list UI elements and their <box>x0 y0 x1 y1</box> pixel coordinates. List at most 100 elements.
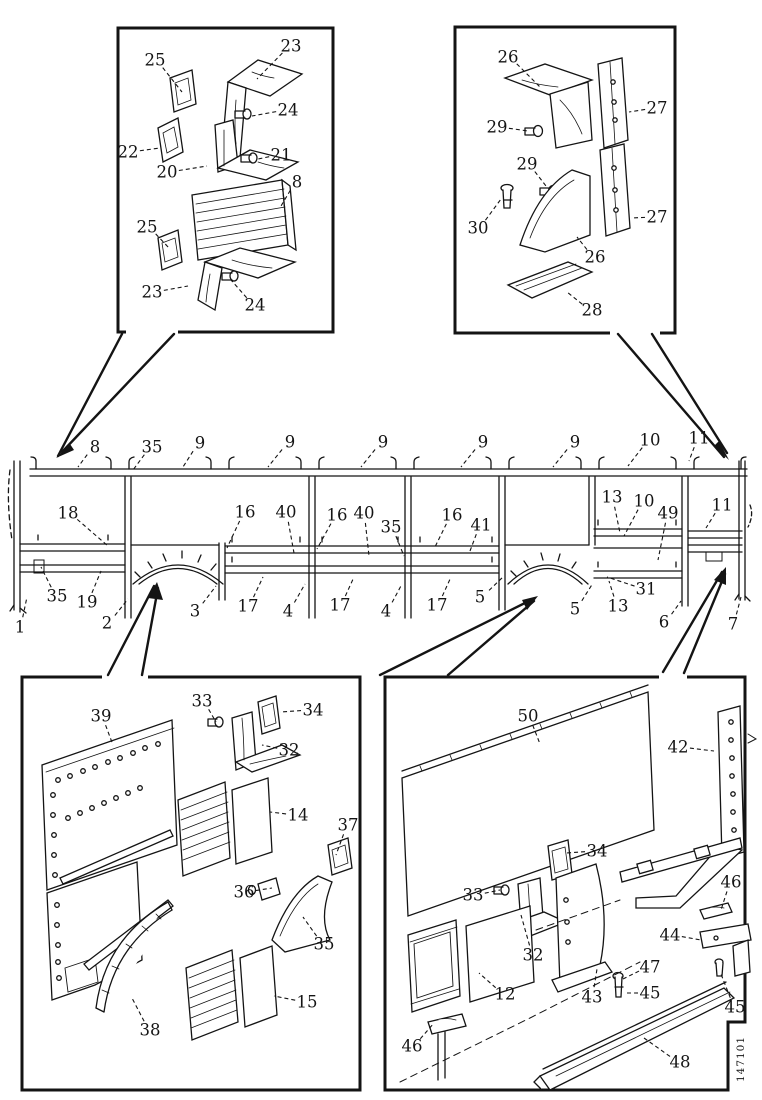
callout-main_assembly-4: 4 <box>381 602 392 621</box>
callout-top_left_box-25: 25 <box>137 218 158 237</box>
leader-line-48 <box>643 1037 671 1057</box>
callout-bottom_left_box-14: 14 <box>288 806 309 825</box>
leader-line-41 <box>469 534 477 552</box>
part-clip-46-right <box>699 902 733 920</box>
part-bracket-32-bl <box>231 711 302 773</box>
callout-top_left_box-23: 23 <box>142 283 163 302</box>
leader-line-26 <box>576 236 588 250</box>
callout-main_assembly-1: 1 <box>15 618 26 637</box>
top-right-box-parts <box>500 57 631 299</box>
mid-rails-end <box>687 530 743 562</box>
callout-main_assembly-16: 16 <box>235 503 256 522</box>
part-plate-27-upper <box>597 57 629 149</box>
part-plate-25-upper <box>169 69 197 113</box>
part-bracket-26-lower <box>519 169 591 253</box>
leader-line-9 <box>460 449 476 468</box>
callout-main_assembly-35: 35 <box>381 518 402 537</box>
callout-bottom_left_box-32: 32 <box>279 741 300 760</box>
leader-line-2 <box>114 598 129 616</box>
part-ribbed-block-14 <box>177 777 273 877</box>
leader-line-49 <box>657 522 667 561</box>
figure-number-text: 147101 <box>735 1035 747 1083</box>
callout-top_right_box-30: 30 <box>468 219 489 238</box>
leader-line-24 <box>251 111 277 117</box>
leader-line-36 <box>255 887 273 892</box>
leader-line-39 <box>105 725 114 746</box>
part-thin-strip-upper <box>59 829 174 885</box>
leader-line-5 <box>581 582 594 602</box>
callout-main_assembly-40: 40 <box>354 504 375 523</box>
callout-main_assembly-9: 9 <box>378 433 389 452</box>
part-bolt-24-lower <box>221 270 239 282</box>
top-right-detail-box <box>453 25 677 335</box>
leader-line-29 <box>508 127 529 132</box>
callout-main_assembly-13: 13 <box>602 488 623 507</box>
callout-main_assembly-6: 6 <box>659 613 670 632</box>
part-ribbed-block-15 <box>185 945 278 1041</box>
leader-line-21 <box>257 156 270 160</box>
leader-line-34 <box>565 851 586 854</box>
callout-main_assembly-40: 40 <box>276 503 297 522</box>
callout-bottom_right_box-34: 34 <box>587 842 608 861</box>
callout-bottom_left_box-37: 37 <box>338 816 359 835</box>
callout-bottom_right_box-32: 32 <box>523 946 544 965</box>
leader-line-26 <box>516 63 541 88</box>
part-bolt-29-upper <box>524 124 544 138</box>
callout-main_assembly-7: 7 <box>728 615 739 634</box>
callout-top_right_box-29: 29 <box>487 118 508 137</box>
detail-box-borders <box>20 25 747 1092</box>
callout-main_assembly-5: 5 <box>475 588 486 607</box>
callout-main_assembly-11: 11 <box>712 496 733 515</box>
callout-top_right_box-27: 27 <box>647 99 668 118</box>
part-panel-50 <box>401 684 655 917</box>
leader-line-15 <box>273 995 296 1001</box>
part-arch-segment-38 <box>95 901 173 1013</box>
leader-line-22 <box>139 147 161 152</box>
construction-dashed-lines <box>399 899 641 1083</box>
callout-main_assembly-17: 17 <box>330 596 351 615</box>
callout-main_assembly-17: 17 <box>427 596 448 615</box>
callout-main_assembly-35: 35 <box>47 587 68 606</box>
leader-line-8 <box>77 454 88 468</box>
zoom-arrows <box>56 332 729 677</box>
callout-main_assembly-9: 9 <box>285 433 296 452</box>
callout-main_assembly-9: 9 <box>478 433 489 452</box>
leader-line-23 <box>163 285 189 291</box>
leader-line-14 <box>269 811 287 815</box>
callout-top_right_box-28: 28 <box>582 301 603 320</box>
leader-line-32 <box>520 914 531 946</box>
callout-top_left_box-23: 23 <box>281 37 302 56</box>
leader-line-46 <box>419 1022 435 1040</box>
leader-line-9 <box>267 449 283 468</box>
leader-line-16 <box>226 520 241 549</box>
arrow-top-right-to-frame <box>616 332 729 460</box>
callout-bottom_left_box-34: 34 <box>303 701 324 720</box>
leader-line-35 <box>40 566 52 588</box>
leader-line-44 <box>681 936 702 941</box>
left-end-post <box>7 460 27 614</box>
callout-top_right_box-29: 29 <box>517 155 538 174</box>
callout-main_assembly-8: 8 <box>90 438 101 457</box>
callout-bottom_right_box-45: 45 <box>640 984 661 1003</box>
callout-top_left_box-25: 25 <box>145 51 166 70</box>
callout-bottom_left_box-36: 36 <box>234 883 255 902</box>
callout-bottom_right_box-48: 48 <box>670 1053 691 1072</box>
callout-bottom_right_box-46: 46 <box>402 1037 423 1056</box>
leader-line-3 <box>202 585 217 604</box>
leader-line-33 <box>208 709 217 723</box>
leader-line-7 <box>735 596 742 615</box>
callout-top_right_box-26: 26 <box>585 248 606 267</box>
leader-line-19 <box>91 570 102 594</box>
leader-line-42 <box>689 747 715 752</box>
callout-main_assembly-19: 19 <box>77 593 98 612</box>
leader-line-17 <box>441 576 452 597</box>
mid-rails-left <box>19 534 126 574</box>
leader-line-10 <box>627 447 643 467</box>
callout-main_assembly-41: 41 <box>471 516 492 535</box>
callout-bottom_left_box-39: 39 <box>91 707 112 726</box>
top-left-detail-box <box>116 26 335 334</box>
callout-bottom_left_box-15: 15 <box>297 993 318 1012</box>
callout-main_assembly-31: 31 <box>636 580 657 599</box>
callout-bottom_right_box-45: 45 <box>725 998 746 1017</box>
callout-bottom_right_box-42: 42 <box>668 738 689 757</box>
